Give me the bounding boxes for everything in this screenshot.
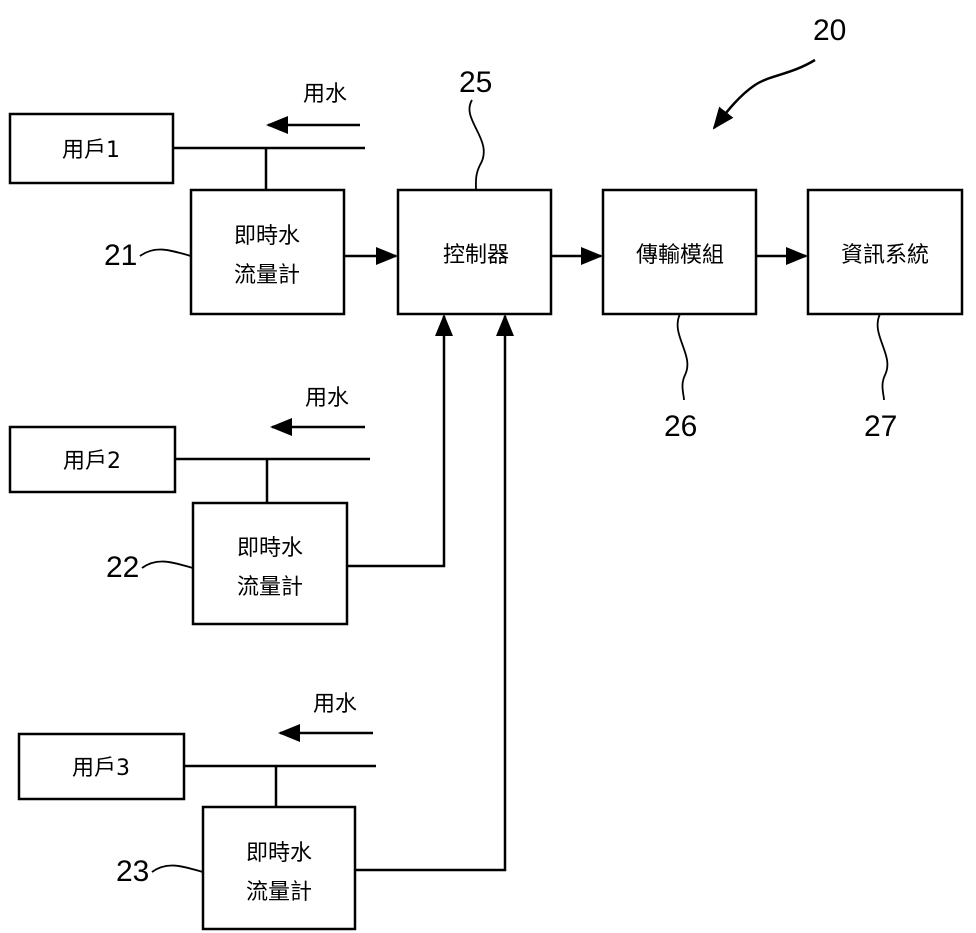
meter-23-to-controller-line — [355, 314, 514, 872]
transmission-box — [601, 188, 758, 316]
meter-22-line2: 流量計 — [237, 575, 303, 600]
transmission-ref: 26 — [664, 410, 697, 443]
controller-leader — [468, 99, 485, 191]
info-system-leader — [876, 313, 889, 401]
meter-21-box — [189, 188, 346, 316]
transmission-leader — [676, 313, 689, 401]
meter-23-leader — [151, 864, 204, 873]
controller-label: 控制器 — [443, 243, 509, 268]
user-3-group: 用戶3 用水 即時水 流量計 23 — [17, 314, 514, 931]
meter-23-ref: 23 — [116, 855, 149, 888]
controller-box — [396, 188, 553, 316]
user-2-label: 用戶2 — [63, 449, 121, 474]
system-ref-label: 20 — [813, 14, 846, 47]
user-2-group: 用戶2 用水 即時水 流量計 22 — [8, 314, 453, 626]
info-system-box — [806, 188, 964, 316]
user-3-label: 用戶3 — [72, 756, 130, 781]
user-1-group: 用戶1 用水 即時水 流量計 21 — [8, 82, 398, 316]
system-ref-arrow — [712, 58, 816, 130]
meter-22-line1: 即時水 — [237, 536, 303, 561]
user-3-box — [17, 732, 186, 801]
transmission-group: 傳輸模組 26 — [601, 188, 808, 443]
meter-21-ref: 21 — [104, 239, 137, 272]
info-system-ref: 27 — [864, 410, 897, 443]
user-1-box — [8, 112, 175, 185]
meter-22-to-controller-line — [347, 314, 453, 568]
info-system-group: 資訊系統 27 — [806, 188, 964, 443]
user-1-label: 用戶1 — [62, 138, 120, 163]
meter-22-box — [191, 501, 349, 626]
user-2-box — [8, 425, 177, 494]
meter-22-ref: 22 — [106, 551, 139, 584]
meter-23-line2: 流量計 — [246, 880, 312, 905]
user-3-water-label: 用水 — [313, 692, 357, 717]
user-2-water-label: 用水 — [305, 386, 349, 411]
meter-21-leader — [139, 248, 192, 257]
meter-22-leader — [141, 560, 194, 569]
meter-21-line2: 流量計 — [234, 263, 300, 288]
info-system-label: 資訊系統 — [841, 243, 929, 268]
meter-23-line1: 即時水 — [246, 841, 312, 866]
meter-23-box — [201, 805, 357, 931]
meter-21-line1: 即時水 — [234, 224, 300, 249]
controller-ref: 25 — [459, 66, 492, 99]
transmission-label: 傳輸模組 — [636, 243, 724, 268]
controller-group: 控制器 25 — [396, 66, 603, 316]
user-1-water-label: 用水 — [303, 82, 347, 107]
